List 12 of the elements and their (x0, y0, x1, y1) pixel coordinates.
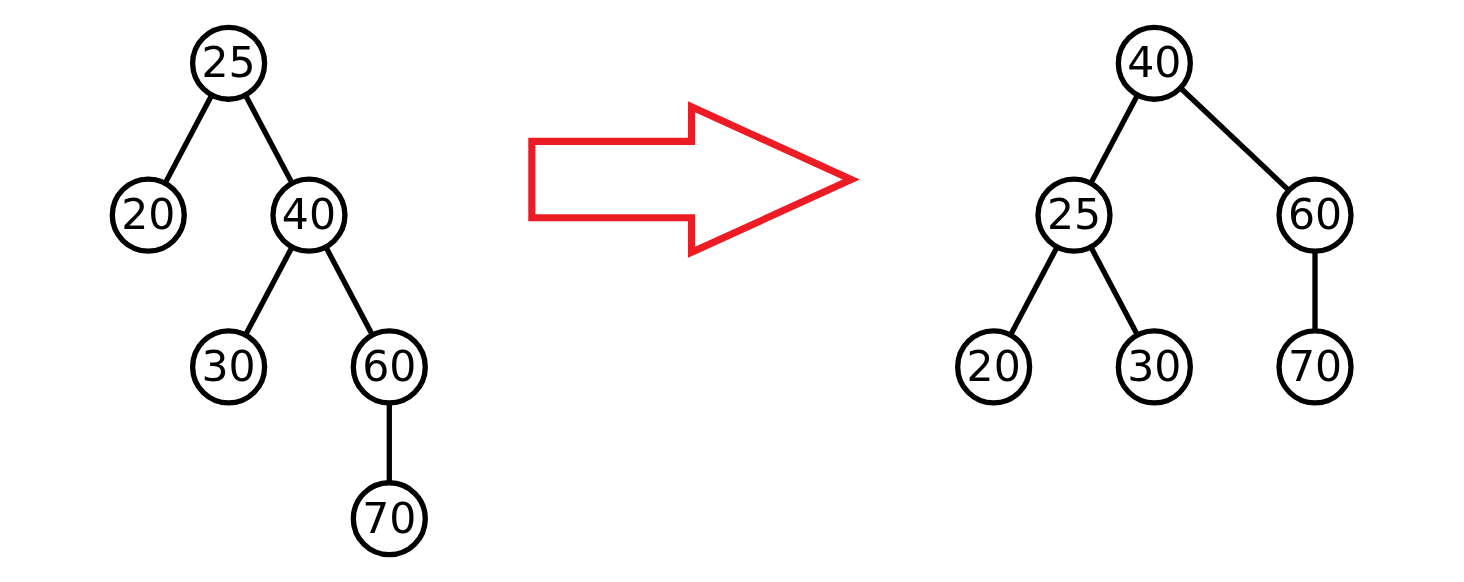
node-circle: 20 (110, 176, 188, 254)
node-circle: 70 (1276, 328, 1354, 406)
node-circle: 25 (1035, 176, 1113, 254)
node-circle: 70 (351, 480, 429, 558)
node-circle: 20 (955, 328, 1033, 406)
node-circle: 60 (1276, 176, 1354, 254)
node-circle: 30 (1116, 328, 1194, 406)
node-circle: 25 (190, 24, 268, 102)
node-circle: 40 (270, 176, 348, 254)
node-circle: 40 (1116, 24, 1194, 102)
node-circle: 30 (190, 328, 268, 406)
node-circle: 60 (351, 328, 429, 406)
